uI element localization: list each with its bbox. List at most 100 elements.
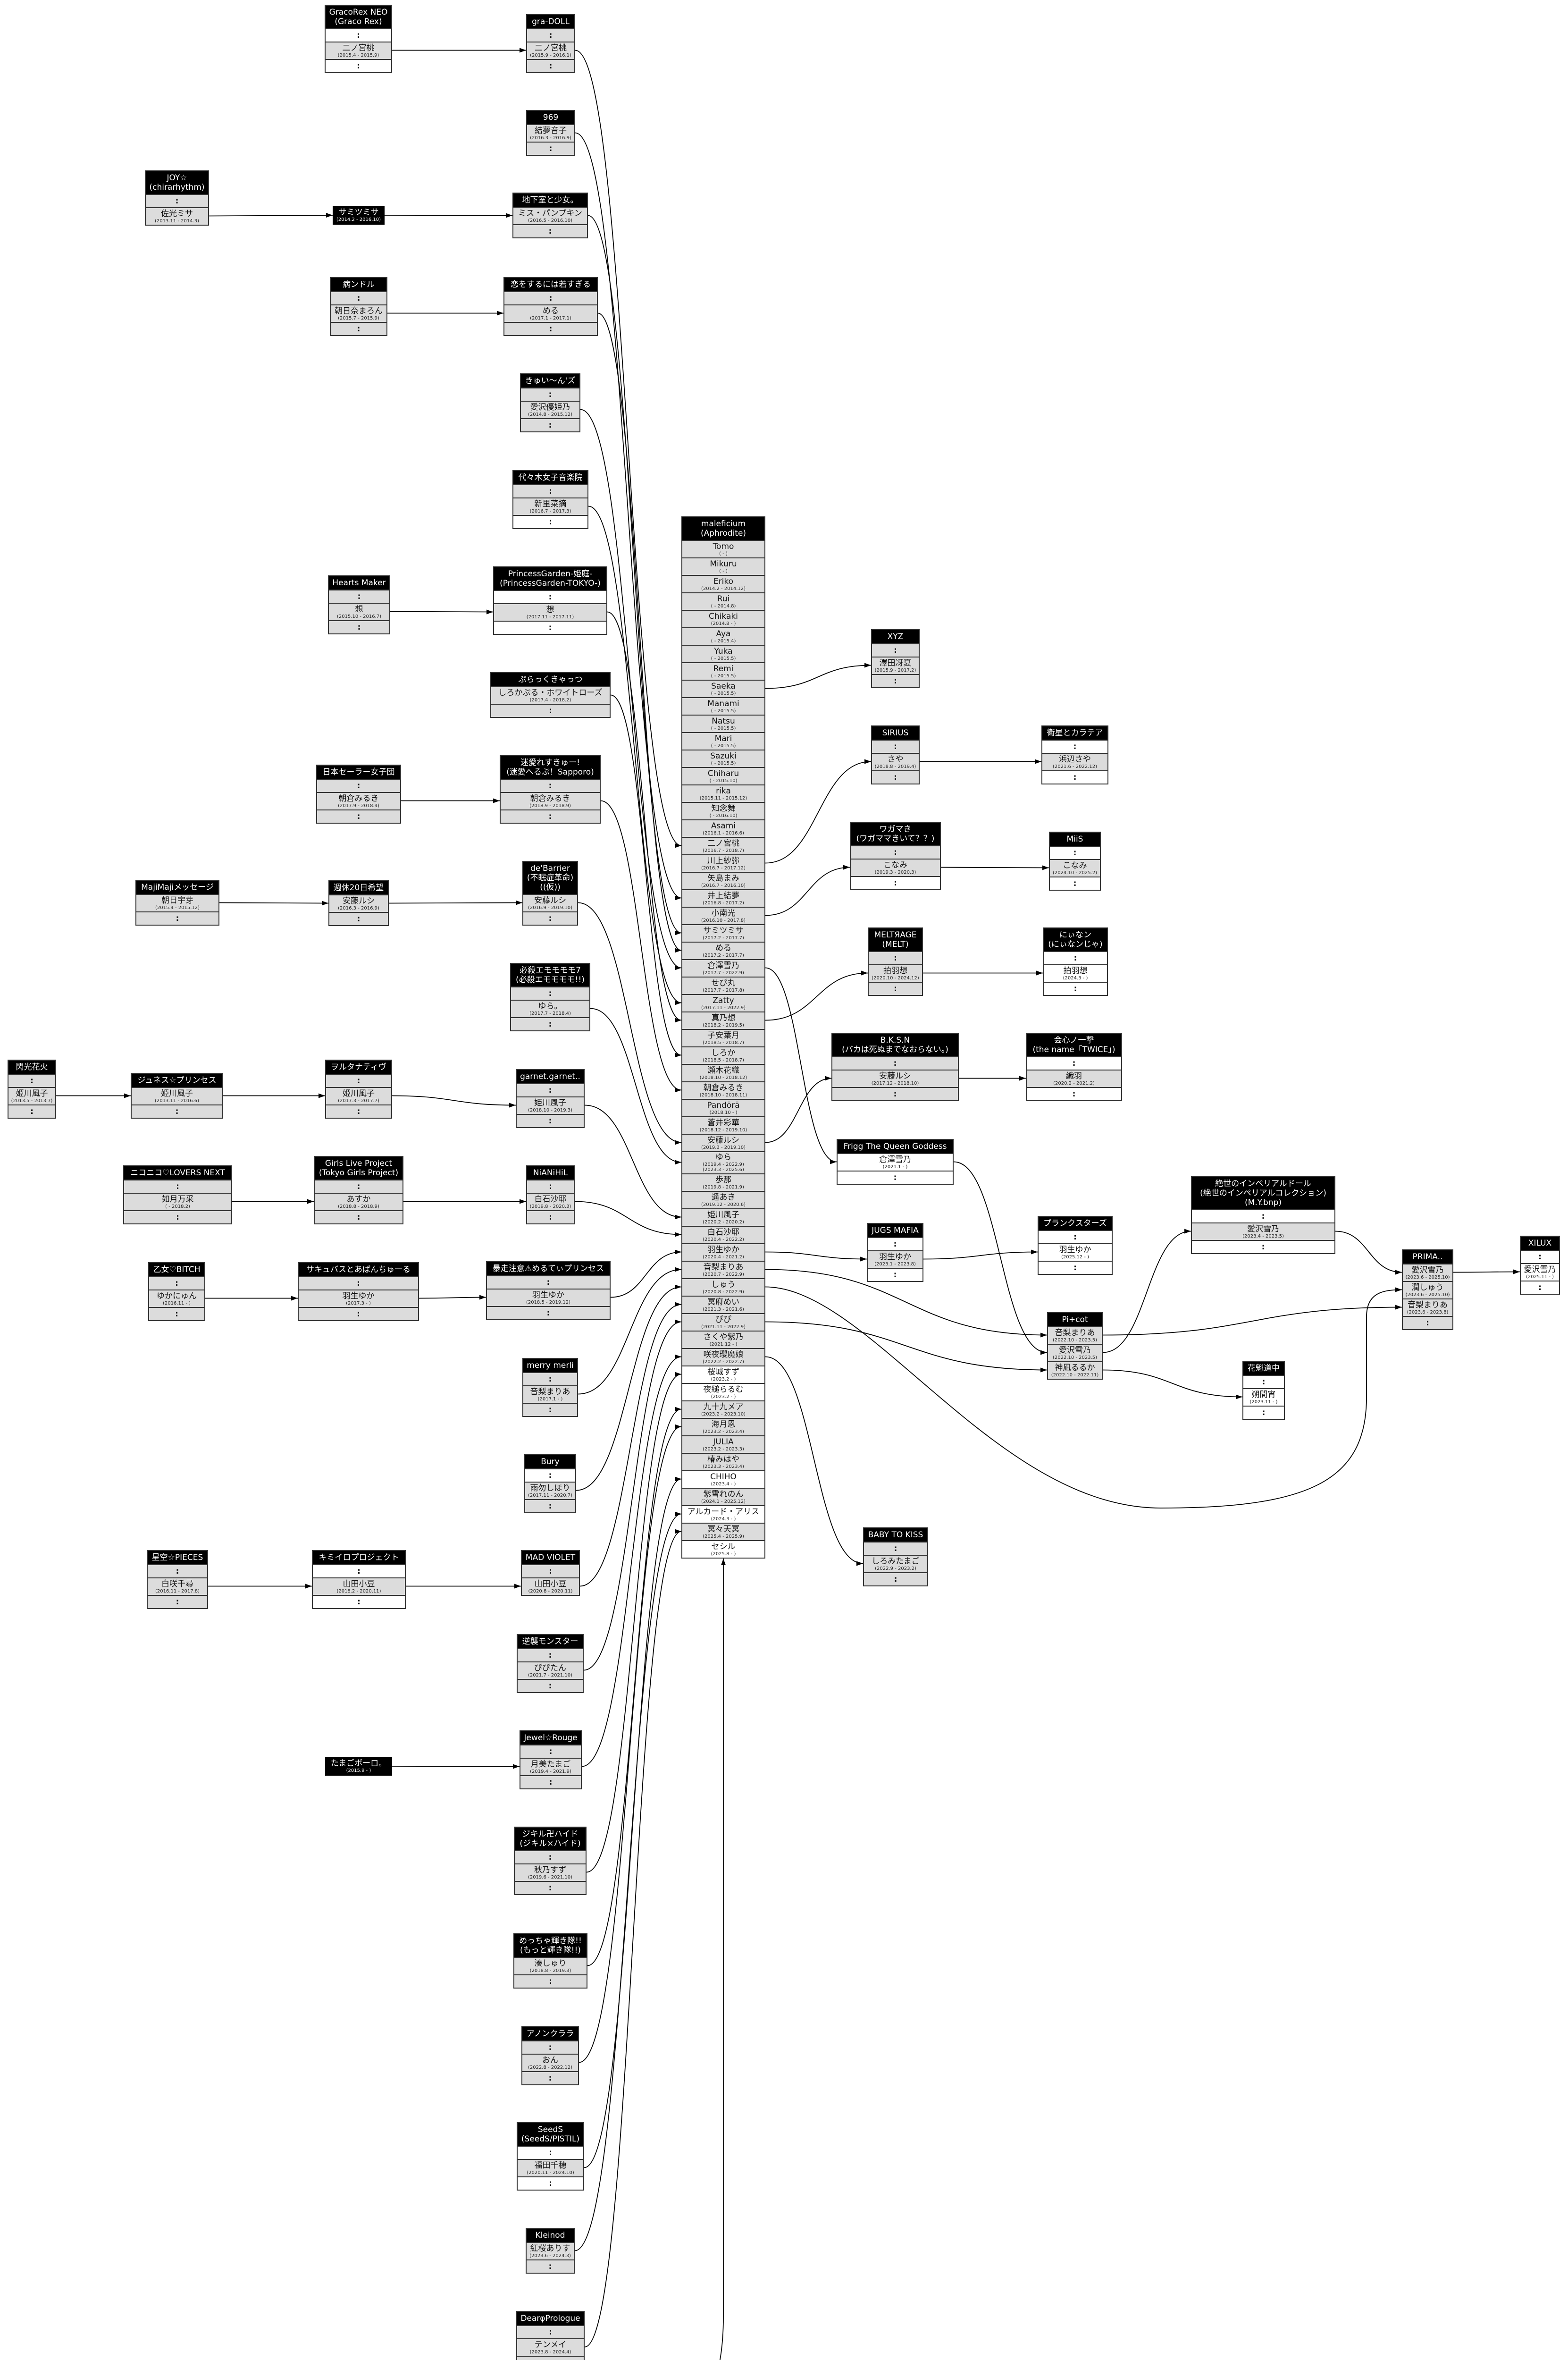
member-row: 蒼井彩華(2018.12 - 2019.10) [682,1116,764,1134]
ellipsis-marker: : [548,1651,552,1660]
member-name: 愛沢雪乃 [1524,1264,1556,1274]
member-transfer-edge [765,865,850,916]
group-title: SeedS(SeedS/PISTIL) [518,2123,583,2146]
member-name: Sazuki [710,751,737,761]
ellipsis-marker: : [893,1059,897,1068]
group-node: JOY☆(chirarhythm):佐光ミサ(2013.11 - 2014.3) [145,170,209,226]
group-title: MiiS [1050,833,1100,846]
member-period: (2023.2 - ) [711,1394,736,1399]
group-node: 迷愛れすきゅー!(迷愛へるぷ！Sapporo):朝倉みるき(2018.9 - 2… [500,755,601,824]
member-row: 音梨まりあ(2023.6 - 2023.8) [1403,1298,1452,1316]
member-row: 朔間宵(2023.11 - ) [1243,1388,1284,1406]
member-name: ゆら [715,1153,731,1162]
member-period: (2024.3 - ) [1063,975,1088,981]
member-period: ( - 2015.5) [711,708,736,714]
ellipsis-marker: : [549,1747,553,1756]
member-period: (2022.10 - 2023.5) [1052,1355,1098,1360]
member-row: 新里菜摘(2016.7 - 2017.3) [513,497,587,515]
member-transfer-edge [765,1251,867,1262]
member-row: 白石沙耶(2020.4 - 2022.2) [682,1226,764,1243]
member-period: (2016.11 - ) [162,1300,191,1306]
member-period: (2020.8 - 2020.11) [528,1588,573,1594]
group-alias: (M.Y.bnp) [1244,1198,1282,1207]
member-period: (2014.8 - 2015.12) [528,412,573,417]
group-title: 恋をするには若すぎる [504,278,597,291]
member-row: せぴ丸(2017.7 - 2017.8) [682,977,764,994]
omitted-members-row: : [517,2325,584,2338]
member-period: (2023.6 - 2025.10) [1405,1274,1450,1280]
member-transfer-edge [923,1249,1038,1260]
group-title: SIRIUS [872,726,919,740]
member-name: 想 [355,604,363,614]
group-name: 花魁道中 [1248,1364,1280,1373]
member-period: (2023.3 - 2025.6) [703,1167,744,1172]
group-node: ヲルタナティヴ:姫川風子(2017.3 - 2017.7): [325,1060,392,1119]
group-name: GracoRex NEO [329,8,388,17]
member-period: (2020.2 - 2020.2) [703,1219,744,1225]
group-name: NiANiHiL [533,1168,568,1178]
member-row: 姫川風子(2020.2 - 2020.2) [682,1208,764,1226]
member-name: 神凪るるか [1055,1363,1095,1373]
group-name: 絶世のインペリアルドール [1215,1179,1311,1188]
group-name: BABY TO KISS [868,1530,923,1540]
group-title: 地下室と少女。 [513,194,587,207]
member-period: (2025.12 - ) [1061,1254,1090,1260]
member-name: Yuka [714,646,733,656]
ellipsis-marker: : [1426,1318,1429,1328]
ellipsis-marker: : [549,2327,552,2337]
ellipsis-marker: : [1072,1059,1076,1068]
ellipsis-marker: : [357,1213,361,1222]
omitted-members-row: : [1521,1250,1559,1263]
member-row: 羽生ゆか(2017.3 - ) [299,1290,418,1307]
member-name: 佐光ミサ [161,209,193,219]
member-row: 姫川風子(2018.10 - 2019.3) [517,1096,584,1114]
group-name: PrincessGarden-姫庭- [508,569,593,579]
member-row: 山田小豆(2018.2 - 2020.11) [313,1577,405,1595]
group-alias: (Aphrodite) [700,529,746,538]
group-title: JOY☆(chirarhythm) [146,171,208,194]
group-title: ワガマき(ワガママきいて？？) [851,823,940,845]
member-period: (2017.11 - 2020.7) [528,1492,573,1498]
member-period: (2023.8 - 2024.4) [529,2349,571,2355]
group-node: ぷらっくきゃっつしろかぷる・ホワイトローズ(2017.4 - 2018.2): [490,672,611,718]
member-name: 小南光 [711,908,736,918]
member-name: 遥あき [711,1192,736,1202]
group-node: XILUX:愛沢雪乃(2025.11 - ): [1520,1236,1560,1295]
omitted-members-row: : [511,986,589,1000]
member-transfer-edge [765,1269,1048,1338]
ellipsis-marker: : [546,1308,550,1318]
omitted-members-row: : [487,1306,610,1319]
member-name: セシル [711,1542,736,1551]
group-name: ジュネス☆プリンセス [137,1076,217,1085]
group-title: 迷愛れすきゅー!(迷愛へるぷ！Sapporo) [501,756,600,779]
omitted-members-row: : [864,1572,927,1585]
omitted-members-row: : [517,1083,584,1096]
member-name: Remi [713,664,734,674]
group-node: XYZ:澤田冴夏(2015.9 - 2017.2): [871,629,920,688]
member-period: (2016.9 - 2019.10) [528,905,573,910]
member-name: さや [887,754,904,764]
member-row: Sazuki( - 2015.5) [682,750,764,767]
ellipsis-marker: : [548,1883,552,1893]
group-title: MajiMajiメッセージ [136,881,218,894]
member-period: (2018.8 - 2019.4) [874,764,916,769]
member-row: 羽生ゆか(2023.1 - 2023.8) [868,1250,922,1268]
member-transfer-edge [575,50,682,848]
member-name: 海月恩 [711,1419,736,1429]
ellipsis-marker: : [1538,1252,1542,1262]
ellipsis-marker: : [548,2262,552,2271]
member-transfer-edge [765,1076,832,1143]
member-row: 朝日宇芽(2015.4 - 2015.12) [136,894,218,911]
member-period: (2016.11 - 2017.8) [155,1588,200,1594]
member-row: 紅桜ありす(2023.6 - 2024.3) [527,2242,574,2259]
omitted-members-row: : [494,621,606,634]
member-name: たまごボーロ。 [330,1759,387,1768]
member-transfer-edge [584,1104,682,1220]
omitted-members-row: : [520,1745,581,1758]
ellipsis-marker: : [893,1089,897,1099]
member-period: (2015.4 - 2015.12) [155,905,200,910]
group-name: ニコニコ♡LOVERS NEXT [130,1168,225,1178]
omitted-members-row: : [315,1210,402,1223]
member-row: 夜縋らるむ(2023.2 - ) [682,1383,764,1400]
